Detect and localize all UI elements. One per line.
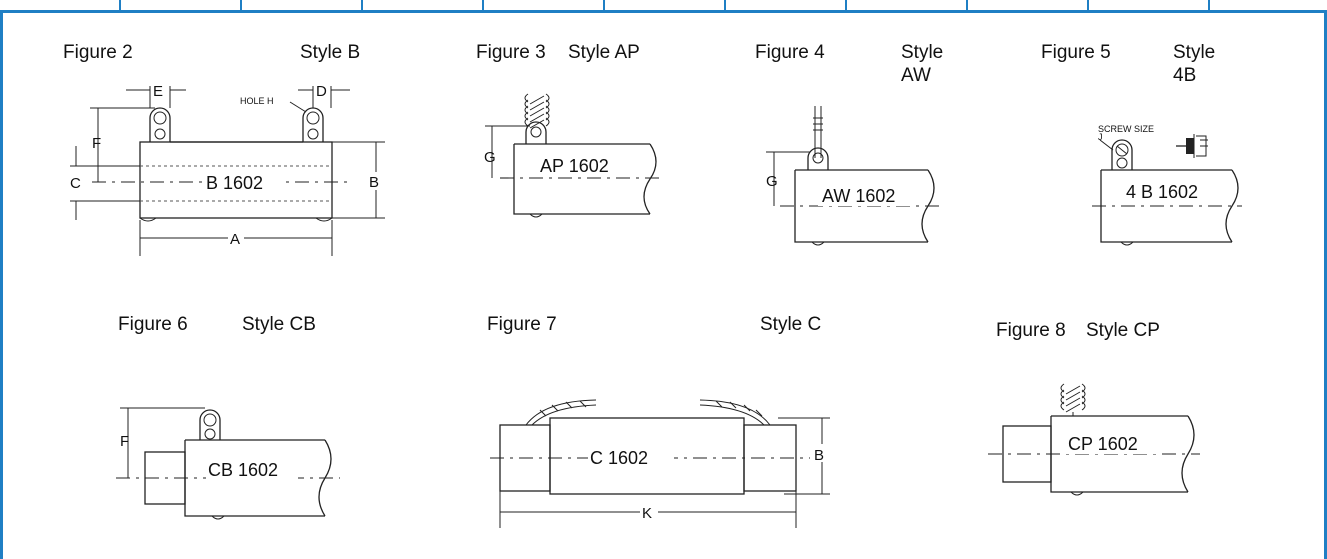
- figure-5-style-line2: 4B: [1173, 65, 1197, 86]
- screw-detail-icon: [1176, 134, 1208, 158]
- figure-8-drawing: CP 1602: [988, 383, 1200, 496]
- figure-5-drawing: SCREW SIZE J 4 B 1602: [1092, 124, 1242, 246]
- figure-7-dim-k: K: [642, 505, 652, 522]
- figure-8-label: Figure 8: [996, 320, 1066, 341]
- figure-6-resistor-label: CB 1602: [208, 460, 278, 480]
- dim-a-label: A: [230, 231, 240, 248]
- dim-c-label: C: [70, 175, 81, 192]
- figure-3-drawing: AP 1602 G: [484, 93, 660, 218]
- figure-4-dim-g: G: [766, 173, 778, 190]
- figure-6-drawing: CB 1602 F: [116, 407, 340, 520]
- figure-7-style: Style C: [760, 314, 822, 335]
- dim-b-label: B: [369, 174, 379, 191]
- figure-7-label: Figure 7: [487, 314, 557, 335]
- dim-f-label: F: [92, 135, 101, 152]
- hole-h-label: HOLE H: [240, 96, 274, 106]
- dim-e-label: E: [153, 83, 163, 100]
- figure-6-style: Style CB: [242, 314, 316, 335]
- frame-top-border: [0, 10, 1327, 13]
- figure-7-drawing: C 1602 B K: [490, 399, 830, 528]
- figure-2-drawing: B 1602 E D HOLE H F C: [70, 83, 385, 256]
- figure-5-style-line1: Style: [1173, 42, 1216, 63]
- frame-right-border: [1324, 10, 1327, 559]
- figure-6-label: Figure 6: [118, 314, 188, 335]
- figure-7-resistor-label: C 1602: [590, 448, 648, 468]
- figure-5-resistor-label: 4 B 1602: [1126, 182, 1198, 202]
- figure-3-label: Figure 3: [476, 42, 546, 63]
- figure-4-style-line1: Style: [901, 42, 944, 63]
- figure-4-drawing: AW 1602 G: [766, 106, 940, 246]
- figure-7-dim-b: B: [814, 447, 824, 464]
- figure-8-style: Style CP: [1086, 320, 1160, 341]
- figure-8-resistor-label: CP 1602: [1068, 434, 1138, 454]
- screw-size-label-line2: J: [1098, 132, 1103, 142]
- figure-2-resistor-label: B 1602: [206, 173, 263, 193]
- frame-left-border: [0, 10, 3, 559]
- figure-4-style-line2: AW: [901, 65, 931, 86]
- figure-2-style: Style B: [300, 42, 361, 63]
- figure-6-dim-f: F: [120, 433, 129, 450]
- figure-2-label: Figure 2: [63, 42, 133, 63]
- table-header-strip: [0, 0, 1327, 10]
- figure-4-resistor-label: AW 1602: [822, 186, 895, 206]
- dim-d-label: D: [316, 83, 327, 100]
- figure-3-resistor-label: AP 1602: [540, 156, 609, 176]
- figure-4-label: Figure 4: [755, 42, 825, 63]
- figure-5-label: Figure 5: [1041, 42, 1111, 63]
- figure-3-dim-g: G: [484, 149, 496, 166]
- figure-3-style: Style AP: [568, 42, 640, 63]
- screw-size-label-line1: SCREW SIZE: [1098, 124, 1154, 134]
